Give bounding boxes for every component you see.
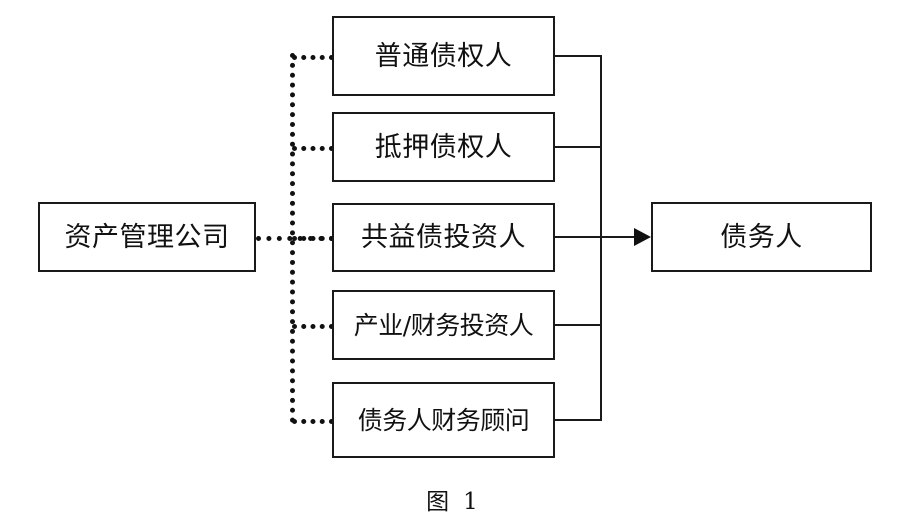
arrow-shaft-to-debtor	[600, 236, 638, 238]
solid-branch-mortgage-creditor	[555, 146, 602, 148]
node-ordinary-creditor[interactable]: 普通债权人	[332, 16, 555, 96]
dotted-branch-debtor-financial-advisor	[292, 419, 334, 424]
arrow-head-icon	[634, 228, 651, 246]
solid-branch-ordinary-creditor	[555, 55, 602, 57]
figure-caption-number: 1	[463, 489, 478, 515]
solid-branch-debtor-financial-advisor	[555, 419, 602, 421]
node-label-debtor: 债务人	[720, 221, 803, 253]
dotted-branch-common-benefit-investor	[292, 236, 334, 241]
node-label-ordinary-creditor: 普通债权人	[374, 40, 513, 72]
dotted-branch-ordinary-creditor	[292, 55, 334, 60]
node-mortgage-creditor[interactable]: 抵押债权人	[332, 112, 555, 182]
node-label-asset-management-company: 资产管理公司	[64, 221, 230, 253]
solid-branch-common-benefit-investor	[555, 236, 602, 238]
node-label-debtor-financial-advisor: 债务人财务顾问	[357, 405, 530, 435]
dotted-branch-mortgage-creditor	[292, 146, 334, 151]
node-label-mortgage-creditor: 抵押债权人	[374, 131, 513, 163]
solid-vertical-bus	[600, 55, 602, 421]
dotted-branch-industrial-financial-investor	[292, 324, 334, 329]
node-label-common-benefit-investor: 共益债投资人	[361, 222, 526, 253]
figure-caption-label: 图	[426, 489, 450, 515]
node-debtor[interactable]: 债务人	[651, 202, 872, 272]
node-industrial-financial-investor[interactable]: 产业/财务投资人	[332, 290, 555, 360]
node-asset-management-company[interactable]: 资产管理公司	[38, 202, 256, 272]
node-common-benefit-investor[interactable]: 共益债投资人	[332, 203, 555, 272]
node-debtor-financial-advisor[interactable]: 债务人财务顾问	[332, 382, 555, 458]
node-label-industrial-financial-investor: 产业/财务投资人	[353, 310, 534, 340]
solid-branch-industrial-financial-investor	[555, 324, 602, 326]
